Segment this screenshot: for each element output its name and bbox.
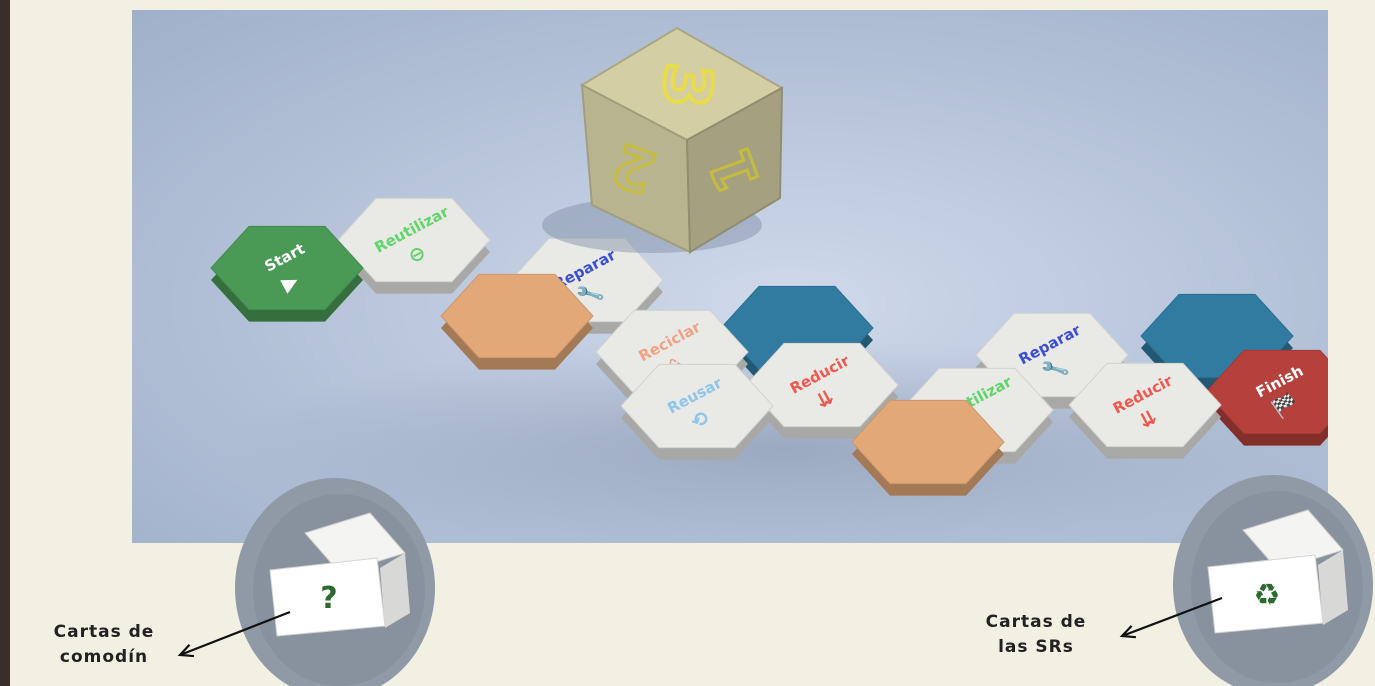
tile-top: [1068, 362, 1222, 448]
board-tile[interactable]: [851, 399, 1005, 496]
board-tile[interactable]: Finish🏁: [1205, 349, 1328, 446]
board-tile[interactable]: Reducir⇊: [745, 342, 899, 439]
wildcard-caption: Cartas de comodín: [34, 620, 174, 670]
srs-caption: Cartas de las SRs: [968, 610, 1104, 660]
srs-caption-line1: Cartas de: [985, 612, 1087, 632]
deck-front-card: [269, 557, 386, 637]
srs-caption-line2: las SRs: [998, 637, 1074, 657]
card-symbol-icon: ♻: [1254, 578, 1281, 613]
die-right-face: [685, 86, 784, 254]
deck-front-card: [1207, 554, 1324, 634]
deck-edge: [380, 553, 410, 628]
die-top-numeral: 3: [647, 60, 725, 111]
tile-top: [440, 273, 594, 359]
wildcard-caption-line1: Cartas de: [53, 622, 155, 642]
board-tile[interactable]: Reducir⇊: [1068, 362, 1222, 459]
tile-top: [620, 363, 774, 449]
left-edge-strip: [0, 0, 10, 686]
deck-edge: [1318, 550, 1348, 625]
board-render: Reutilizar⊖Start▶Reparar🔧Reciclar♺Repara…: [210, 26, 1328, 543]
board-tile[interactable]: Reutilizar⊖: [337, 197, 491, 294]
tile-top: [210, 225, 364, 311]
wildcard-caption-line2: comodín: [59, 647, 149, 667]
board-tile[interactable]: Reusar⟲: [620, 363, 774, 460]
srs-arrow: [1119, 596, 1223, 639]
wildcard-arrow: [177, 610, 291, 658]
game-board-scene: Reutilizar⊖Start▶Reparar🔧Reciclar♺Repara…: [132, 10, 1328, 543]
board-tile[interactable]: [440, 273, 594, 370]
board-tile[interactable]: Start▶: [210, 225, 364, 322]
card-symbol-icon: ?: [320, 581, 337, 616]
tile-top: [851, 399, 1005, 485]
